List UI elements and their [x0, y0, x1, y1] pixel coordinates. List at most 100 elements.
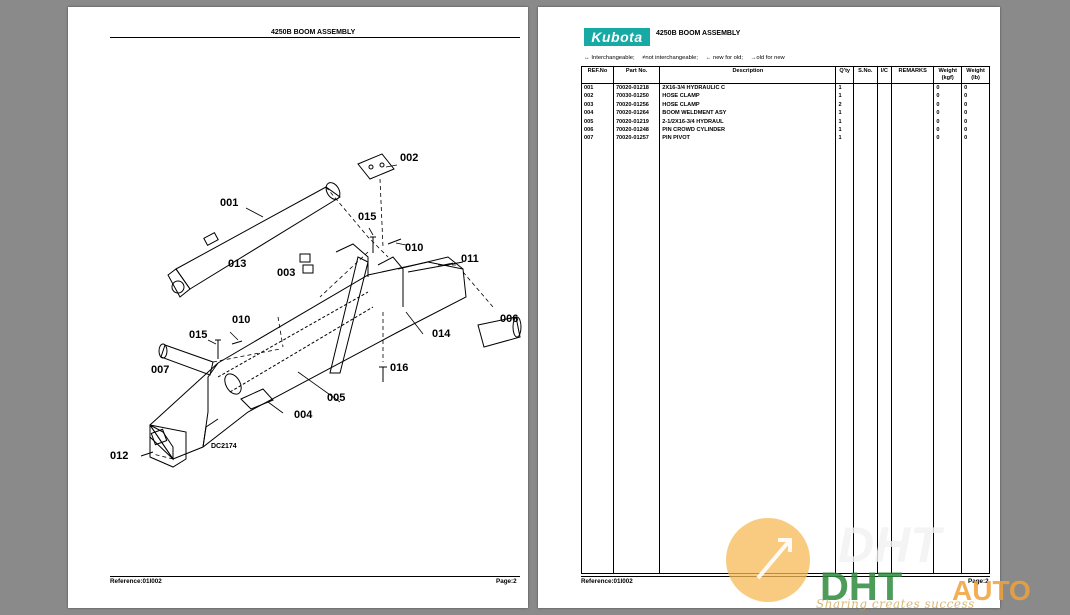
cell-ref-no: 003 — [581, 100, 614, 110]
callout-003: 003 — [277, 267, 295, 279]
cell-ic — [876, 109, 893, 118]
footer-reference: Reference:01I002 — [110, 578, 162, 585]
cell-part-no: 70020-01218 — [612, 83, 661, 93]
cell-ic — [876, 126, 893, 135]
cell-part-no: 70020-01257 — [612, 134, 661, 143]
cell-ic — [876, 134, 893, 143]
cell-part-no: 70020-01248 — [612, 126, 661, 135]
legend-interchangeable: ↔ Interchangeable; — [584, 55, 635, 61]
cell-description: 2-1/2X16-3/4 HYDRAUL — [659, 117, 837, 127]
cell-ref-no: 004 — [581, 109, 614, 118]
table-filler-row — [581, 142, 990, 574]
callout-011: 011 — [461, 253, 479, 265]
callout-006: 006 — [500, 313, 518, 325]
callout-013: 013 — [228, 258, 246, 270]
cell-ref-no: 002 — [581, 92, 614, 101]
cell-qty: 1 — [835, 83, 854, 93]
legend-old-for-new: →old for new — [750, 55, 785, 61]
kubota-logo: Kubota — [584, 28, 650, 46]
parts-list-page: Kubota 4250B BOOM ASSEMBLY ↔ Interchange… — [538, 7, 1000, 608]
cell-part-no: 70020-01264 — [612, 109, 661, 118]
cell-weight-lb: 0 — [961, 134, 990, 143]
cell-ref-no: 006 — [581, 126, 614, 135]
cell-ic — [876, 92, 893, 101]
cell-serial-no — [852, 109, 878, 118]
col-description: Description — [659, 66, 837, 84]
cell-weight-kgf: 0 — [933, 126, 963, 135]
cell-weight-kgf: 0 — [933, 109, 963, 118]
dht-auto-watermark: DHT DHT AUTO Sharing creates success — [720, 512, 1070, 615]
cell-ref-no: 005 — [581, 117, 614, 127]
cell-qty: 1 — [835, 92, 854, 101]
callout-002: 002 — [400, 152, 418, 164]
callout-016: 016 — [390, 362, 408, 374]
boom-weldment-shape — [149, 261, 467, 460]
col-qty: Q'ty — [835, 66, 854, 84]
cell-remarks — [891, 126, 935, 135]
cell-qty: 1 — [835, 109, 854, 118]
cell-ic — [876, 83, 893, 93]
cell-serial-no — [852, 134, 878, 143]
col-remarks: REMARKS — [891, 66, 935, 84]
col-weight-kgf: Weight (kgf) — [933, 66, 963, 84]
watermark-brand-main: DHT — [820, 565, 902, 609]
footer-reference: Reference:01I002 — [581, 578, 633, 585]
interchange-legend: ↔ Interchangeable; ≠not interchangeable;… — [584, 55, 791, 61]
header-rule — [110, 37, 520, 38]
cell-weight-kgf: 0 — [933, 134, 963, 143]
cell-weight-kgf: 0 — [933, 100, 963, 110]
cell-qty: 1 — [835, 117, 854, 127]
col-weight-lb: Weight (lb) — [961, 66, 990, 84]
callout-005: 005 — [327, 392, 345, 404]
cell-weight-lb: 0 — [961, 92, 990, 101]
watermark-arrow-icon — [756, 538, 792, 580]
table-header-row: REF.No Part No. Description Q'ty S.No. I… — [581, 66, 990, 84]
col-ic: I/C — [876, 66, 893, 84]
page-title: 4250B BOOM ASSEMBLY — [656, 30, 741, 37]
cell-part-no: 70020-01256 — [612, 100, 661, 110]
parts-table: REF.No Part No. Description Q'ty S.No. I… — [581, 66, 990, 574]
legend-not-interchangeable: ≠not interchangeable; — [642, 55, 698, 61]
cell-weight-kgf: 0 — [933, 117, 963, 127]
cell-remarks — [891, 83, 935, 93]
watermark-tagline: Sharing creates success — [816, 597, 975, 611]
callout-012: 012 — [110, 450, 128, 462]
cell-serial-no — [852, 117, 878, 127]
callout-004: 004 — [294, 409, 313, 421]
cell-description: HOSE CLAMP — [659, 92, 837, 101]
cell-remarks — [891, 100, 935, 110]
cell-weight-lb: 0 — [961, 100, 990, 110]
col-ref-no: REF.No — [581, 66, 614, 84]
cell-part-no: 70030-01250 — [612, 92, 661, 101]
footer-page: Page:2 — [968, 578, 989, 585]
col-serial-no: S.No. — [852, 66, 878, 84]
callout-015-right: 015 — [358, 211, 376, 223]
cell-description: HOSE CLAMP — [659, 100, 837, 110]
cell-description: 2X16-3/4 HYDRAULIC C — [659, 83, 837, 93]
page-title: 4250B BOOM ASSEMBLY — [271, 29, 356, 36]
watermark-brand-suffix: AUTO — [952, 575, 1031, 606]
cell-remarks — [891, 109, 935, 118]
cell-description: PIN PIVOT — [659, 134, 837, 143]
diagram-code: DC2174 — [211, 443, 237, 450]
callout-010-left: 010 — [232, 314, 250, 326]
legend-new-for-old: ← new for old; — [705, 55, 743, 61]
cell-remarks — [891, 92, 935, 101]
callout-015-left: 015 — [189, 329, 207, 341]
diagram-page: 4250B BOOM ASSEMBLY — [68, 7, 528, 608]
cell-qty: 1 — [835, 134, 854, 143]
footer-page: Page:2 — [496, 578, 517, 585]
cell-serial-no — [852, 92, 878, 101]
callout-001: 001 — [220, 197, 238, 209]
footer-rule — [110, 576, 520, 577]
cell-weight-kgf: 0 — [933, 92, 963, 101]
cell-qty: 1 — [835, 126, 854, 135]
cell-serial-no — [852, 100, 878, 110]
